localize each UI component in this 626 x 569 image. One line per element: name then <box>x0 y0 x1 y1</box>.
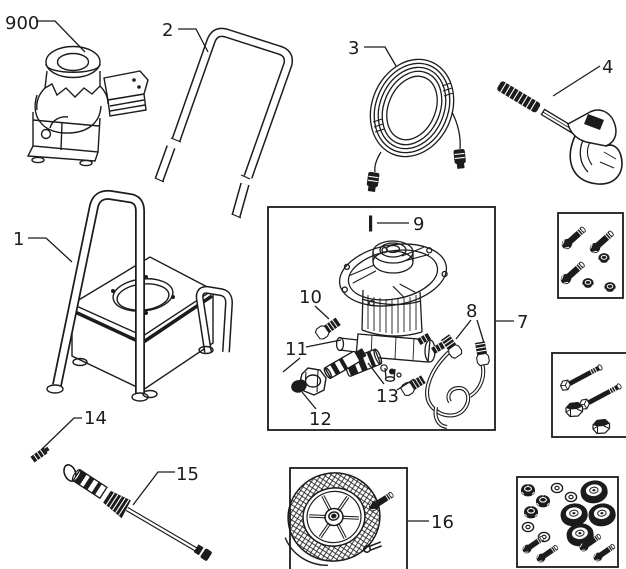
cotter-pin-drawing <box>363 541 382 553</box>
callout-hose: 3 <box>348 38 359 59</box>
leader-lines <box>28 20 601 522</box>
bolt-kit-box <box>557 212 624 299</box>
callout-labels: 900 1 2 3 4 7 8 9 10 11 12 13 14 15 16 <box>5 13 613 533</box>
callout-wand: 15 <box>176 464 199 485</box>
shaft-key-drawing <box>369 215 373 232</box>
handle-hardware-box <box>551 352 626 438</box>
callout-handle: 2 <box>162 20 173 41</box>
callout-frame: 1 <box>13 229 24 250</box>
callout-engine: 900 <box>5 13 39 34</box>
callout-nozzle: 14 <box>84 408 107 429</box>
injector-assembly-drawing <box>299 348 367 396</box>
callout-bypass: 8 <box>466 301 477 322</box>
callout-cap: 12 <box>309 409 332 430</box>
callout-wheel-kit: 16 <box>431 512 454 533</box>
cart-frame-drawing <box>46 189 234 402</box>
spray-gun-drawing <box>497 81 623 185</box>
spray-wand-drawing <box>63 464 212 561</box>
bypass-hose-drawing <box>425 333 491 429</box>
cap-drawing <box>291 378 307 393</box>
outlet-fitting-drawing <box>314 317 341 340</box>
callout-injector: 11 <box>285 339 308 360</box>
handle-drawing <box>154 27 294 219</box>
pump-assembly-box <box>267 206 496 431</box>
callout-key: 9 <box>413 214 424 235</box>
wheel-drawing <box>284 472 381 567</box>
callout-valve-kit: 13 <box>376 386 399 407</box>
pressure-hose-drawing <box>365 58 467 193</box>
axle-hardware-box <box>516 476 619 568</box>
callout-pump: 7 <box>517 312 528 333</box>
callout-fitting: 10 <box>299 287 322 308</box>
nozzle-fitting-drawing <box>30 446 50 463</box>
wheel-kit-box <box>284 467 408 569</box>
engine-assembly-drawing <box>26 45 149 167</box>
callout-gun: 4 <box>602 57 613 78</box>
